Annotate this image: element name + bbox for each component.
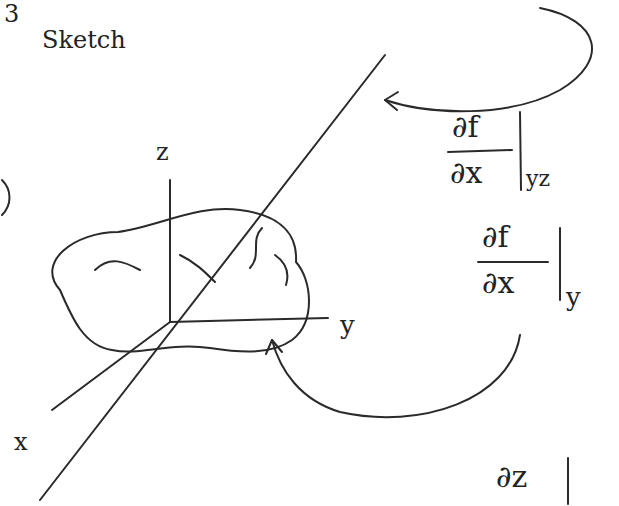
fraction-numerator: ∂f bbox=[482, 222, 509, 252]
evaluation-bar bbox=[567, 458, 569, 504]
curved-arrow bbox=[385, 8, 592, 111]
fraction-denominator: ∂x bbox=[482, 268, 514, 298]
fraction-bar bbox=[448, 150, 512, 152]
evaluation-bar bbox=[559, 228, 561, 300]
axis-label: x bbox=[14, 430, 28, 454]
surface-detail bbox=[275, 255, 287, 285]
axis-label: y bbox=[340, 312, 355, 338]
arrow-head bbox=[385, 92, 398, 110]
evaluation-bar bbox=[520, 112, 521, 190]
surface-detail bbox=[180, 255, 215, 282]
evaluation-subscript: yz bbox=[526, 168, 550, 190]
arrow-head bbox=[266, 340, 282, 354]
y-axis bbox=[170, 318, 328, 322]
fraction-denominator: ∂x bbox=[450, 158, 482, 188]
cut-line bbox=[40, 55, 385, 500]
z-axis bbox=[169, 180, 171, 322]
fraction-numerator: ∂z bbox=[496, 462, 527, 492]
fraction-bar bbox=[478, 261, 548, 263]
curved-arrow bbox=[272, 335, 520, 417]
page-number: 3 bbox=[4, 2, 19, 26]
surface-detail bbox=[250, 228, 262, 268]
evaluation-subscript: y bbox=[566, 284, 581, 310]
axis-label: z bbox=[156, 140, 169, 164]
bracket-mark bbox=[2, 180, 10, 215]
fraction-numerator: ∂f bbox=[452, 112, 479, 142]
x-axis bbox=[52, 322, 170, 410]
surface-detail bbox=[95, 261, 140, 270]
surface-outline bbox=[52, 209, 309, 352]
sketch-title: Sketch bbox=[42, 28, 126, 52]
